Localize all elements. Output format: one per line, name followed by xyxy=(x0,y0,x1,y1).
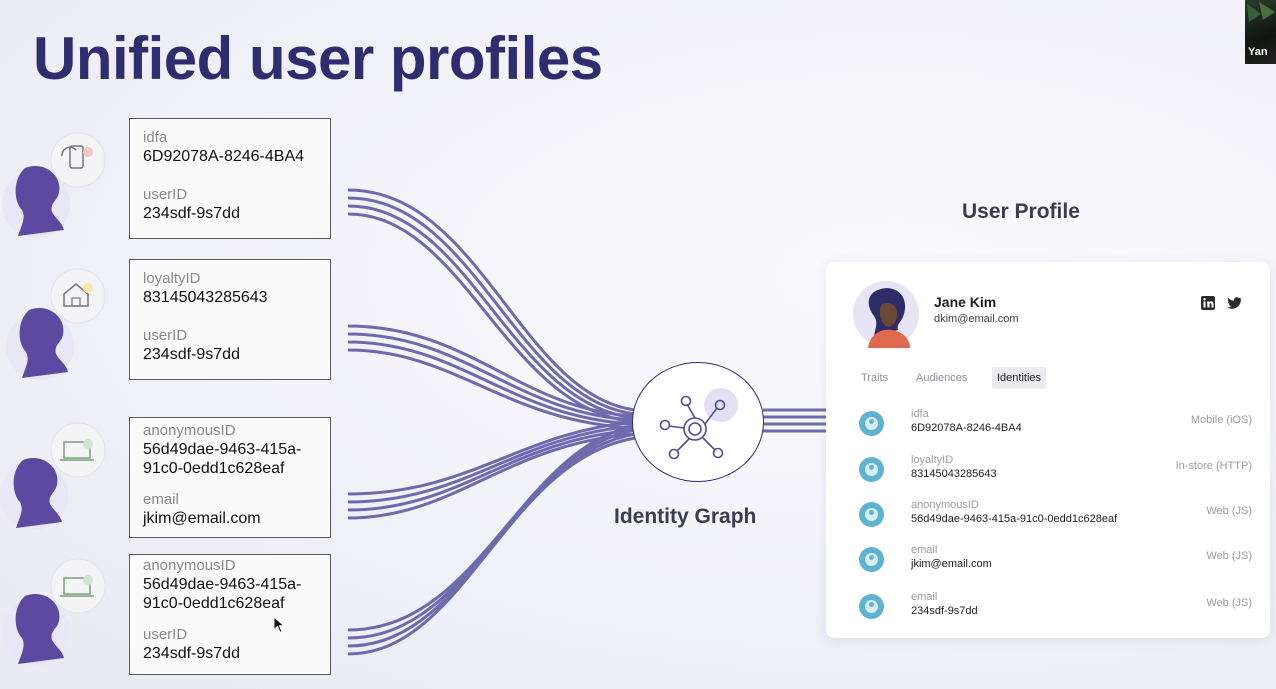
thumbnail-label: Yan xyxy=(1248,46,1268,58)
identity-source: Web (JS) xyxy=(1206,505,1252,517)
identity-source: Mobile (iOS) xyxy=(1190,414,1252,426)
identity-source: In-store (HTTP) xyxy=(1175,460,1252,472)
tab-audiences[interactable]: Audiences xyxy=(916,372,968,384)
profile-email: dkim@email.com xyxy=(934,313,1019,325)
identity-type: idfa xyxy=(911,408,929,420)
twitter-icon[interactable] xyxy=(1226,295,1242,311)
user-profile-heading: User Profile xyxy=(962,200,1080,223)
identity-row: email jkim@email.com Web (JS) xyxy=(859,544,1252,580)
user-profile-card: Jane Kim dkim@email.com Traits Audiences… xyxy=(826,262,1270,638)
person-silhouette-3 xyxy=(0,422,106,530)
field-value: 56d49dae-9463-415a-91c0-0edd1c628eaf xyxy=(143,441,302,477)
identity-icon xyxy=(859,457,884,482)
identity-row: anonymousID 56d49dae-9463-415a-91c0-0edd… xyxy=(859,499,1252,535)
identity-graph-hub xyxy=(632,362,764,482)
field-value: 83145043285643 xyxy=(143,289,268,306)
store-icon xyxy=(63,283,93,307)
identity-type: loyaltyID xyxy=(911,454,954,466)
slide-title: Unified user profiles xyxy=(33,25,603,92)
identity-type: anonymousID xyxy=(911,499,979,511)
field-value: 234sdf-9s7dd xyxy=(143,645,240,662)
field-label: idfa xyxy=(143,129,168,146)
field-label: userID xyxy=(143,186,188,203)
field-label: userID xyxy=(143,327,188,344)
identity-icon xyxy=(859,502,884,527)
identity-value: 83145043285643 xyxy=(911,468,997,480)
identity-source: Web (JS) xyxy=(1206,550,1252,562)
person-silhouette-1 xyxy=(2,132,106,238)
field-value: 56d49dae-9463-415a-91c0-0edd1c628eaf xyxy=(143,576,302,612)
identity-row: loyaltyID 83145043285643 In-store (HTTP) xyxy=(859,454,1252,490)
field-label: userID xyxy=(143,626,188,643)
identity-icon xyxy=(859,411,884,436)
source-card-store: loyaltyID 83145043285643 userID 234sdf-9… xyxy=(129,259,331,380)
identity-icon xyxy=(859,594,884,619)
mouse-cursor-icon xyxy=(273,616,285,634)
field-label: loyaltyID xyxy=(143,270,201,287)
field-value: jkim@email.com xyxy=(143,510,261,527)
identity-value: 234sdf-9s7dd xyxy=(911,605,978,617)
field-value: 6D92078A-8246-4BA4 xyxy=(143,148,305,165)
identity-source: Web (JS) xyxy=(1206,597,1252,609)
person-silhouette-4 xyxy=(2,558,106,666)
identity-value: 6D92078A-8246-4BA4 xyxy=(911,422,1022,434)
leaf-icon xyxy=(1247,2,1275,22)
field-value: 234sdf-9s7dd xyxy=(143,205,240,222)
identity-row: idfa 6D92078A-8246-4BA4 Mobile (iOS) xyxy=(859,408,1252,444)
cloud-phone-icon xyxy=(61,145,93,169)
video-thumbnail[interactable]: Yan xyxy=(1245,0,1276,64)
identity-value: jkim@email.com xyxy=(911,558,992,570)
identity-icon xyxy=(859,547,884,572)
field-label: email xyxy=(143,491,179,508)
profile-name: Jane Kim xyxy=(934,294,997,310)
field-value: 234sdf-9s7dd xyxy=(143,346,240,363)
source-card-web-user: anonymousID 56d49dae-9463-415a-91c0-0edd… xyxy=(129,554,331,675)
person-silhouette-2 xyxy=(6,268,106,380)
identity-type: email xyxy=(911,544,938,556)
laptop-icon xyxy=(60,439,94,461)
laptop-icon xyxy=(60,575,94,597)
tab-traits[interactable]: Traits xyxy=(861,372,889,384)
identity-graph-label: Identity Graph xyxy=(614,505,757,528)
field-label: anonymousID xyxy=(143,422,236,439)
network-graph-icon xyxy=(659,388,738,460)
identity-type: email xyxy=(911,591,938,603)
source-card-web-email: anonymousID 56d49dae-9463-415a-91c0-0edd… xyxy=(129,417,331,538)
identity-row: email 234sdf-9s7dd Web (JS) xyxy=(859,591,1252,627)
field-label: anonymousID xyxy=(143,557,236,574)
identity-value: 56d49dae-9463-415a-91c0-0edd1c628eaf xyxy=(911,513,1118,525)
avatar xyxy=(853,281,919,348)
source-card-mobile: idfa 6D92078A-8246-4BA4 userID 234sdf-9s… xyxy=(129,118,331,239)
tab-identities[interactable]: Identities xyxy=(992,367,1047,389)
linkedin-icon[interactable] xyxy=(1200,295,1216,311)
